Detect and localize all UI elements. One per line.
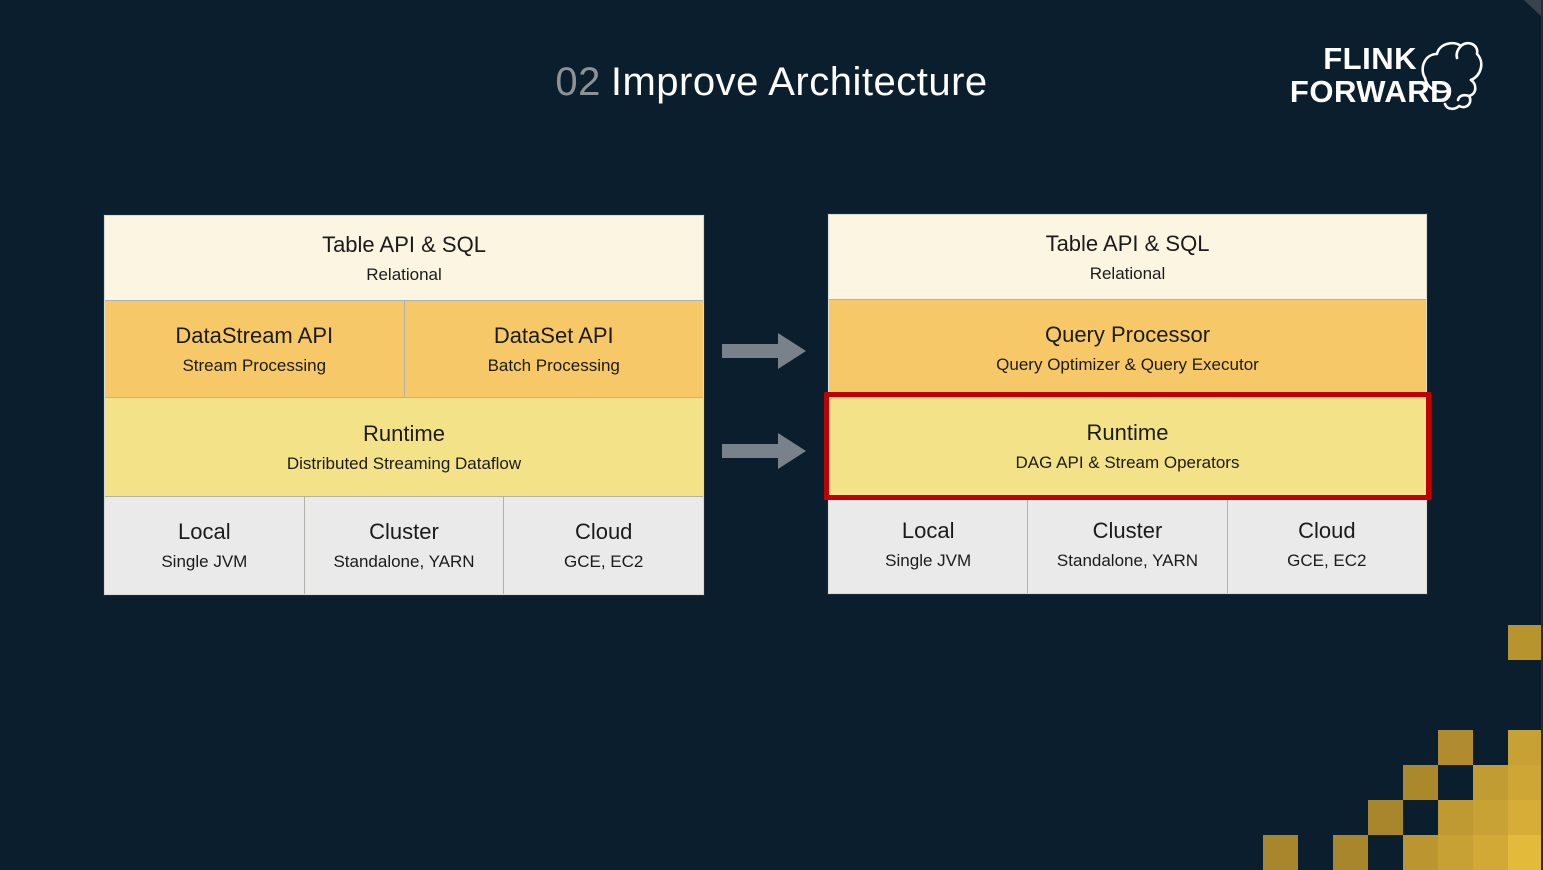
cell-subtitle: Standalone, YARN (333, 552, 475, 571)
mosaic-cell (1438, 800, 1473, 835)
cell-title: Cloud (574, 519, 633, 544)
cell-subtitle: Distributed Streaming Dataflow (286, 453, 522, 473)
mosaic-cell (1473, 765, 1508, 800)
cell-subtitle: Relational (366, 264, 442, 284)
cell-subtitle: DAG API & Stream Operators (1015, 452, 1240, 472)
cell-title: Local (901, 518, 955, 543)
arrow-right-icon (722, 433, 806, 469)
mosaic-cell (1473, 800, 1508, 835)
mosaic-cell (1403, 835, 1438, 870)
diagram-row: Table API & SQL Relational (105, 216, 703, 300)
diagram-row: DataStream API Stream Processing DataSet A… (105, 301, 703, 397)
squirrel-logo-icon (1421, 41, 1483, 111)
cell-subtitle: Single JVM (161, 552, 248, 571)
cell-subtitle: GCE, EC2 (1287, 551, 1367, 570)
mosaic-cell (1263, 835, 1298, 870)
mosaic-cell (1508, 730, 1543, 765)
mosaic-cell (1508, 625, 1543, 660)
cell-subtitle: Relational (1089, 263, 1166, 283)
cell-title: Table API & SQL (322, 231, 486, 257)
mosaic-cell (1473, 835, 1508, 870)
cell-title: Cluster (369, 519, 439, 544)
flink-forward-logo: FLINK FORWARD (1271, 40, 1483, 130)
mosaic-cell (1508, 835, 1543, 870)
cell-subtitle: GCE, EC2 (564, 552, 644, 571)
mosaic-cell (1333, 835, 1368, 870)
cell-title: Runtime (1086, 419, 1169, 445)
logo-line1: FLINK (1323, 41, 1417, 76)
cell-subtitle: Batch Processing (487, 355, 620, 375)
cell-subtitle: Query Optimizer & Query Executor (996, 354, 1259, 374)
diagram-cell: Table API & SQL Relational (829, 215, 1426, 299)
title-text: Improve Architecture (610, 60, 988, 104)
diagram-cell: DataStream API Stream Processing (105, 301, 404, 397)
cell-subtitle: Standalone, YARN (1056, 551, 1199, 570)
cell-title: Cluster (1092, 518, 1163, 543)
cell-title: DataStream API (175, 322, 334, 348)
cell-title: Table API & SQL (1045, 230, 1210, 256)
mosaic-cell (1368, 800, 1403, 835)
mosaic-cell (1438, 730, 1473, 765)
cell-title: Local (178, 519, 231, 544)
diagram-cell: DataSet API Batch Processing (404, 301, 703, 397)
cell-title: DataSet API (493, 322, 614, 348)
mosaic-cell (1508, 800, 1543, 835)
mosaic-cell (1438, 835, 1473, 870)
cell-title: Query Processor (1044, 321, 1211, 347)
cell-title: Runtime (363, 420, 445, 446)
cell-subtitle: Stream Processing (182, 355, 327, 375)
diagram-cell: Table API & SQL Relational (105, 216, 703, 300)
mosaic-cell (1403, 765, 1438, 800)
cell-subtitle: Single JVM (885, 551, 972, 570)
section-number: 02 (555, 60, 601, 104)
cell-title: Cloud (1298, 518, 1356, 543)
arrow-right-icon (722, 333, 806, 369)
right-edge-strip (1541, 0, 1543, 870)
diagram-row: Table API & SQL Relational (829, 215, 1426, 299)
mosaic-cell (1508, 765, 1543, 800)
